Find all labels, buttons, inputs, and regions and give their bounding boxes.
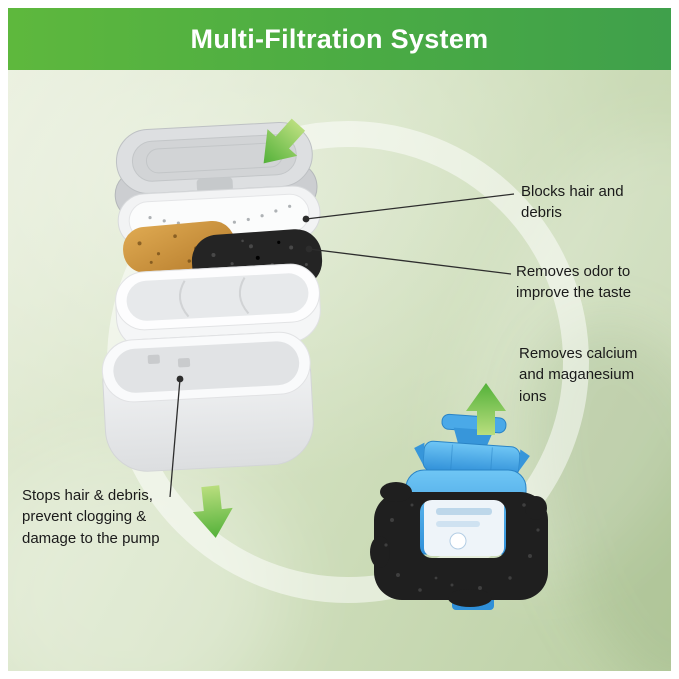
header-banner: Multi-Filtration System <box>8 8 671 70</box>
annotation-blocks-hair: Blocks hair and debris <box>521 183 624 222</box>
content-frame: Multi-Filtration System <box>8 8 671 671</box>
annotation-removes-odor: Removes odor to improve the taste <box>516 263 632 302</box>
annotation-removes-calcium: Removes calcium and maganesium ions <box>519 345 638 405</box>
annotation-stops-debris: Stops hair & debris, prevent clogging & … <box>22 487 160 547</box>
light-glow <box>8 451 288 671</box>
page-title: Multi-Filtration System <box>190 23 489 54</box>
